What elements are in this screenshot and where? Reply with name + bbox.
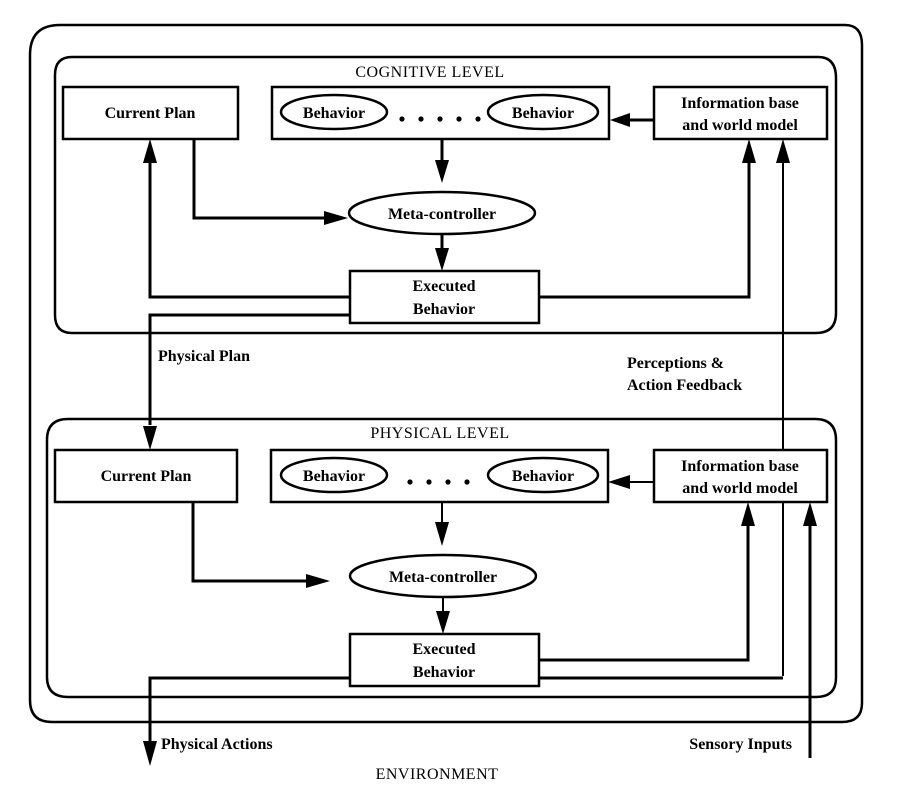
cognitive-meta-controller-label: Meta-controller <box>388 206 496 223</box>
cognitive-plan-to-meta-line <box>192 139 330 220</box>
physical-plan-to-meta-line <box>191 502 312 583</box>
cognitive-info-base-box <box>652 85 829 141</box>
physical-info-to-behaviors-arrowhead <box>608 475 630 489</box>
cognitive-behavior-right-oval <box>486 93 600 131</box>
cognitive-current-plan-box <box>61 85 240 141</box>
cognitive-behaviors-to-meta-arrowhead <box>435 160 449 183</box>
physical-executed-to-info-arrowhead <box>741 502 755 526</box>
physical-actions-arrowhead <box>143 741 157 766</box>
cognitive-executed-to-info-arrowhead <box>742 139 756 163</box>
cognitive-level-title: COGNITIVE LEVEL <box>355 64 504 81</box>
cognitive-executed-line1: Executed <box>412 278 475 295</box>
physical-actions-line <box>148 676 350 745</box>
physical-plan-to-meta-arrowhead <box>306 574 330 588</box>
ellipsis-dot <box>418 116 424 122</box>
ellipsis-dot <box>407 479 413 485</box>
physical-meta-controller-label: Meta-controller <box>389 569 497 586</box>
cognitive-meta-to-executed-arrowhead <box>435 248 449 271</box>
cognitive-info-base-line2: and world model <box>682 117 798 134</box>
ellipsis-dot <box>464 479 470 485</box>
environment-label: ENVIRONMENT <box>376 766 499 783</box>
cognitive-plan-to-meta-arrowhead <box>324 211 348 225</box>
ellipsis-dot <box>426 479 432 485</box>
physical-meta-to-executed-arrowhead <box>436 611 450 634</box>
physical-info-base-line2: and world model <box>682 480 798 497</box>
physical-executed-to-info-line <box>539 525 750 662</box>
cognitive-executed-line2: Behavior <box>413 301 475 318</box>
cognitive-info-to-behaviors-arrowhead <box>610 113 630 127</box>
physical-plan-line <box>148 313 350 425</box>
perceptions-label-line2: Action Feedback <box>627 377 742 394</box>
cognitive-executed-to-plan-arrowhead <box>143 139 157 163</box>
agent-frame <box>28 23 864 724</box>
cognitive-behavior-left-oval <box>279 93 389 131</box>
ellipsis-dot <box>475 116 481 122</box>
physical-plan-arrowhead <box>143 426 157 450</box>
cognitive-executed-to-plan-line <box>148 160 350 299</box>
ellipsis-dot <box>445 479 451 485</box>
physical-info-base-line1: Information base <box>681 458 799 475</box>
physical-level-frame <box>45 417 838 699</box>
perceptions-label-line1: Perceptions & <box>627 355 724 372</box>
cognitive-behavior-right-label: Behavior <box>512 105 574 122</box>
cognitive-info-base-line1: Information base <box>681 95 799 112</box>
ellipsis-dot <box>399 116 405 122</box>
cognitive-level-frame <box>53 55 838 335</box>
physical-behavior-left-label: Behavior <box>303 468 365 485</box>
physical-info-base-box <box>652 448 829 504</box>
physical-actions-label: Physical Actions <box>161 736 273 753</box>
perceptions-feedback-arrowhead <box>776 139 790 163</box>
sensory-inputs-arrowhead <box>803 502 817 526</box>
sensory-inputs-label: Sensory Inputs <box>689 736 792 753</box>
physical-level-title: PHYSICAL LEVEL <box>370 425 509 442</box>
physical-behavior-left-oval <box>279 456 389 494</box>
cognitive-behavior-left-label: Behavior <box>303 105 365 122</box>
physical-behavior-right-oval <box>486 456 600 494</box>
cognitive-executed-to-info-line <box>539 160 751 299</box>
physical-executed-line1: Executed <box>412 641 475 658</box>
physical-behavior-right-label: Behavior <box>512 468 574 485</box>
physical-plan-label: Physical Plan <box>158 348 250 365</box>
physical-current-plan-label: Current Plan <box>101 468 192 485</box>
physical-behaviors-to-meta-arrowhead <box>435 522 449 546</box>
physical-executed-behavior-box <box>348 632 541 688</box>
ellipsis-dot <box>437 116 443 122</box>
cognitive-current-plan-label: Current Plan <box>105 105 196 122</box>
physical-executed-line2: Behavior <box>413 664 475 681</box>
physical-current-plan-box <box>53 448 239 504</box>
ellipsis-dot <box>456 116 462 122</box>
